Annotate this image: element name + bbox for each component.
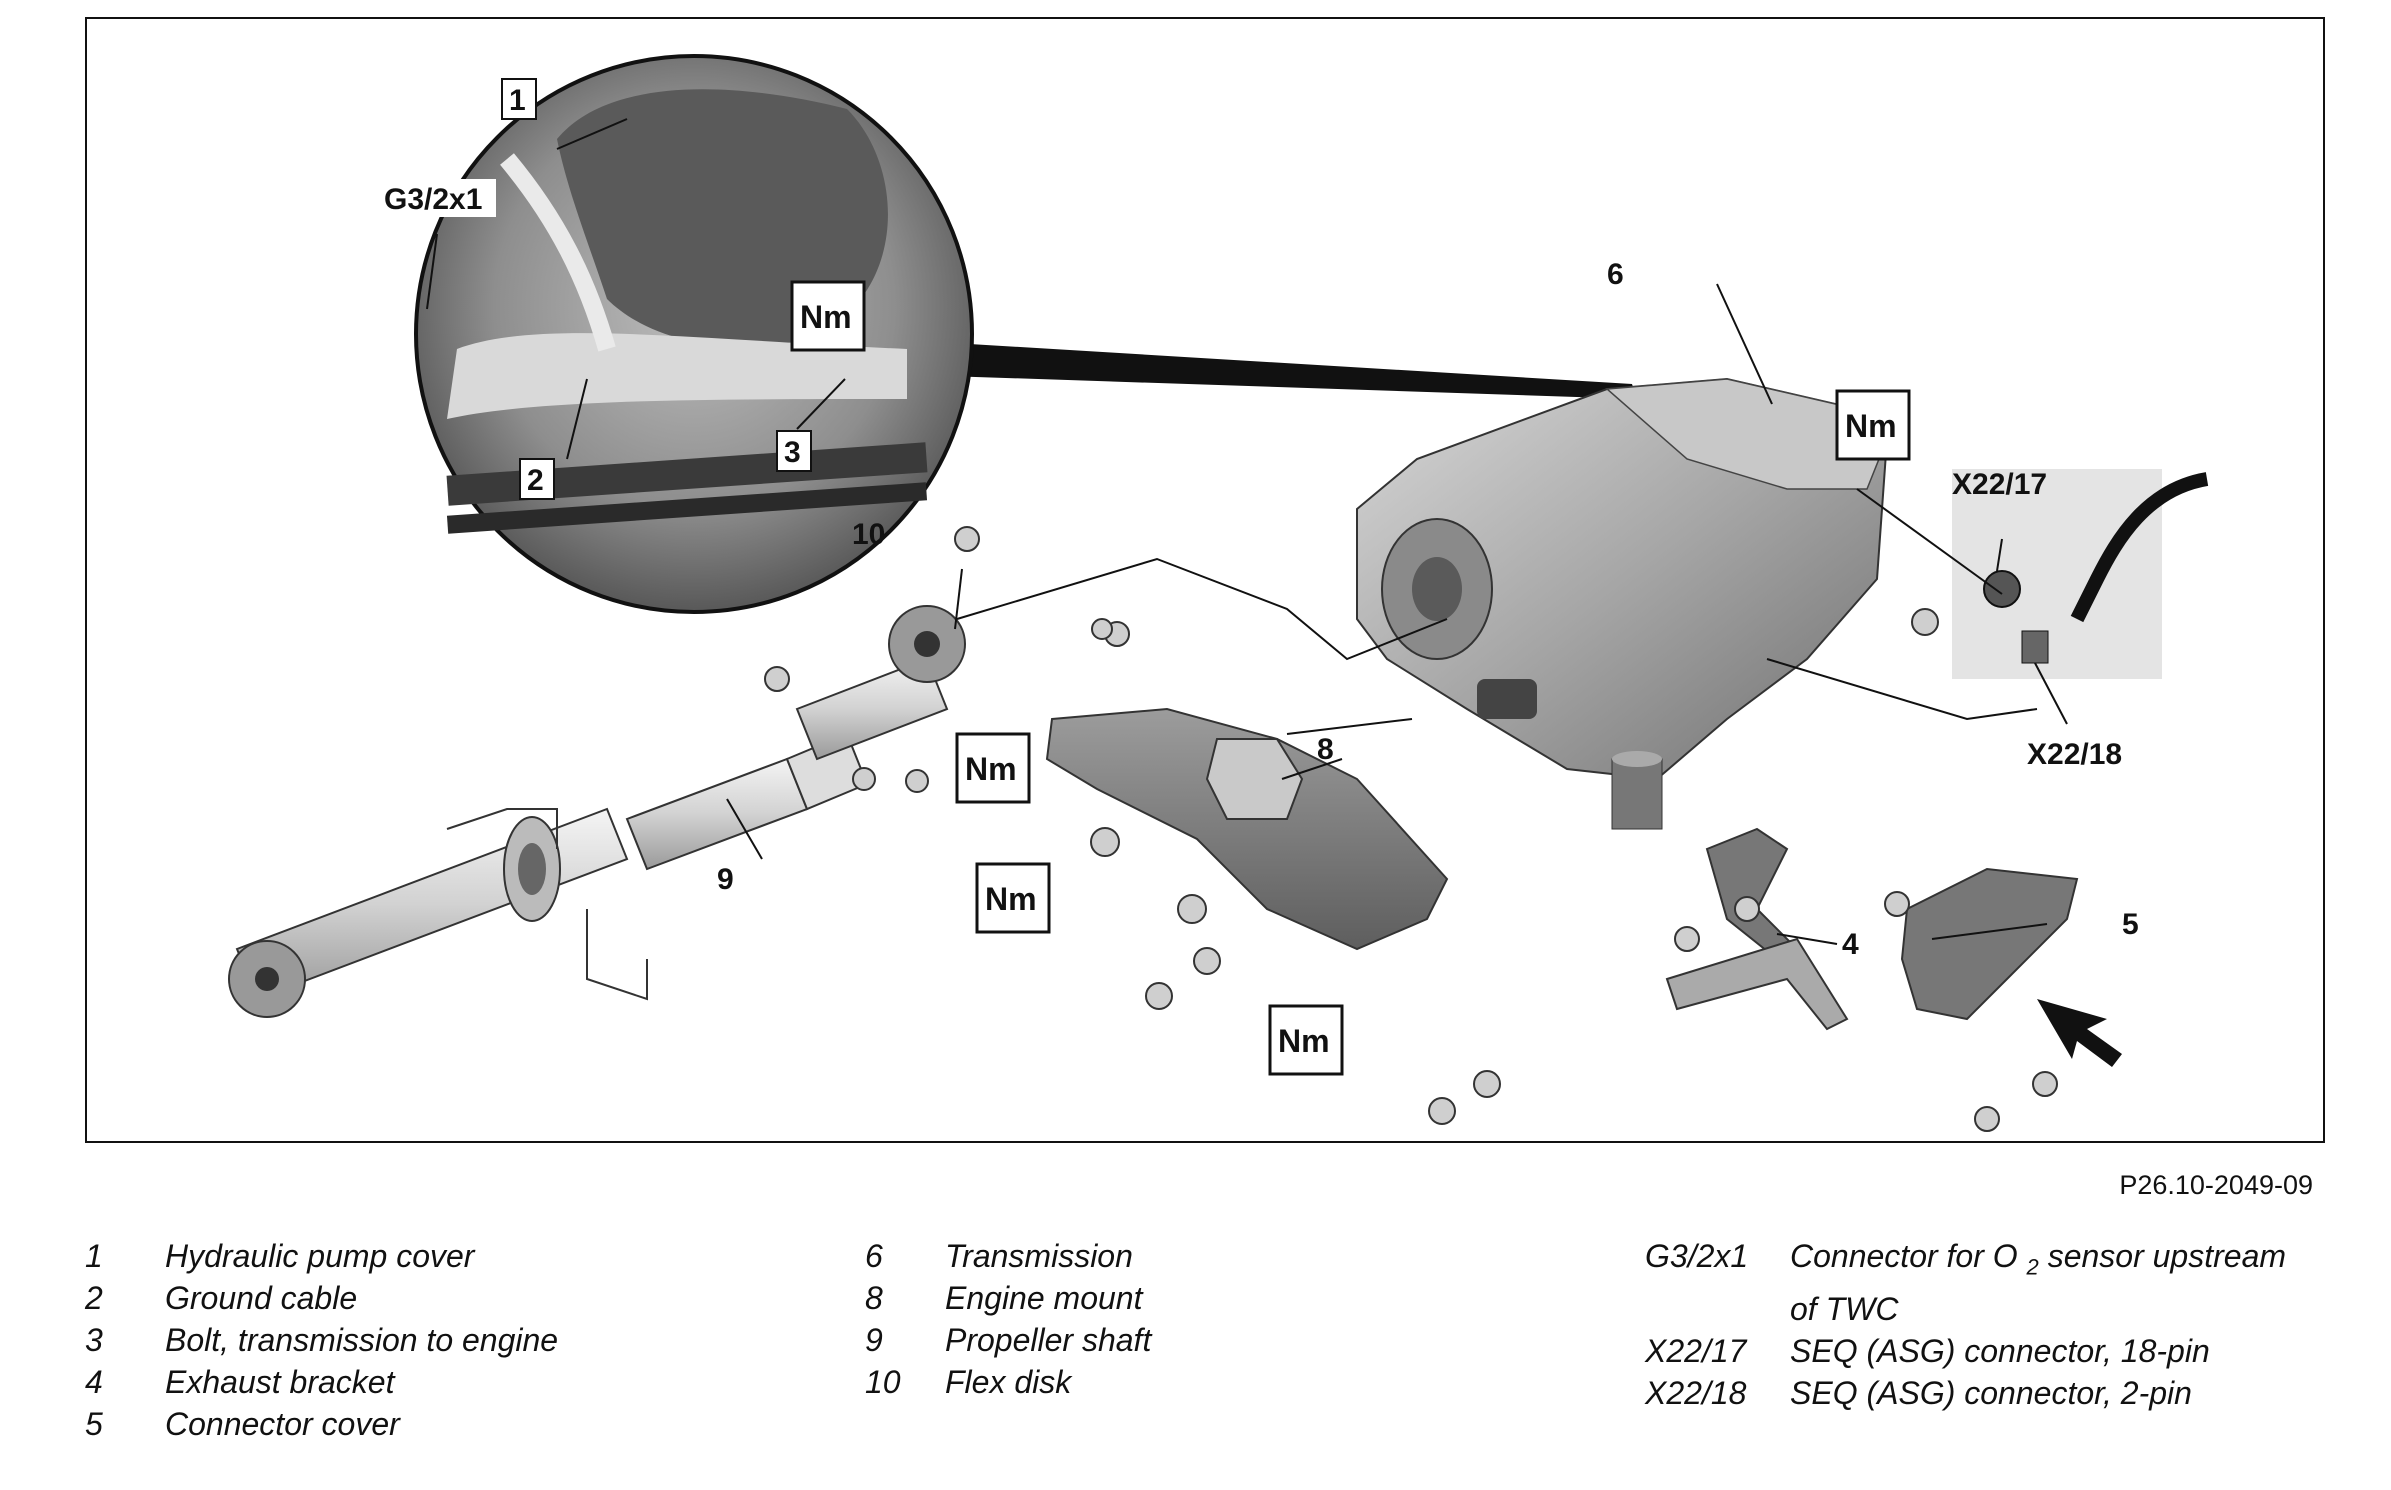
zoom-detail-circle [414, 54, 974, 614]
figure-code: P26.10-2049-09 [2119, 1170, 2313, 1200]
torque-label-1: Nm [800, 299, 852, 335]
callout-x22-18: X22/18 [2027, 738, 2122, 771]
engine-mount [1045, 707, 1449, 951]
leader-lines [726, 283, 2048, 945]
callout-x22-17: X22/17 [1952, 468, 2047, 501]
torque-label-3: Nm [965, 751, 1017, 787]
callout-4: 4 [1842, 928, 1859, 961]
torque-label-4: Nm [985, 881, 1037, 917]
transmission [1356, 377, 1889, 830]
callout-3: 3 [784, 436, 801, 469]
callout-2: 2 [527, 464, 544, 497]
callout-g3-2x1: G3/2x1 [384, 183, 482, 216]
torque-boxes: Nm Nm Nm Nm Nm [790, 280, 1911, 1076]
torque-label-5: Nm [1278, 1023, 1330, 1059]
connector-cover [1900, 867, 2122, 1067]
callout-1: 1 [509, 84, 526, 117]
connector-harness [1952, 469, 2209, 725]
propeller-shaft [228, 657, 949, 1018]
bolts [764, 526, 2058, 1132]
zoom-wedge [887, 339, 1637, 399]
callout-5: 5 [2122, 908, 2139, 941]
flex-disk [888, 605, 966, 683]
callout-labels: 1 G3/2x1 2 3 6 10 8 9 4 5 X22/17 X22/18 [382, 78, 2139, 961]
callout-10: 10 [852, 518, 885, 551]
exploded-view-drawing: 1 G3/2x1 2 3 6 10 8 9 4 5 X22/17 X22/18 … [228, 54, 2209, 1132]
callout-9: 9 [717, 863, 734, 896]
callout-6: 6 [1607, 258, 1624, 291]
arrow-icon [2037, 999, 2122, 1067]
torque-label-2: Nm [1845, 408, 1897, 444]
diagram-frame: 1 G3/2x1 2 3 6 10 8 9 4 5 X22/17 X22/18 … [85, 17, 2325, 1143]
callout-8: 8 [1317, 733, 1334, 766]
legend-item-continuation: of TWC [1790, 1291, 1899, 1328]
exhaust-bracket [1665, 827, 1849, 1031]
